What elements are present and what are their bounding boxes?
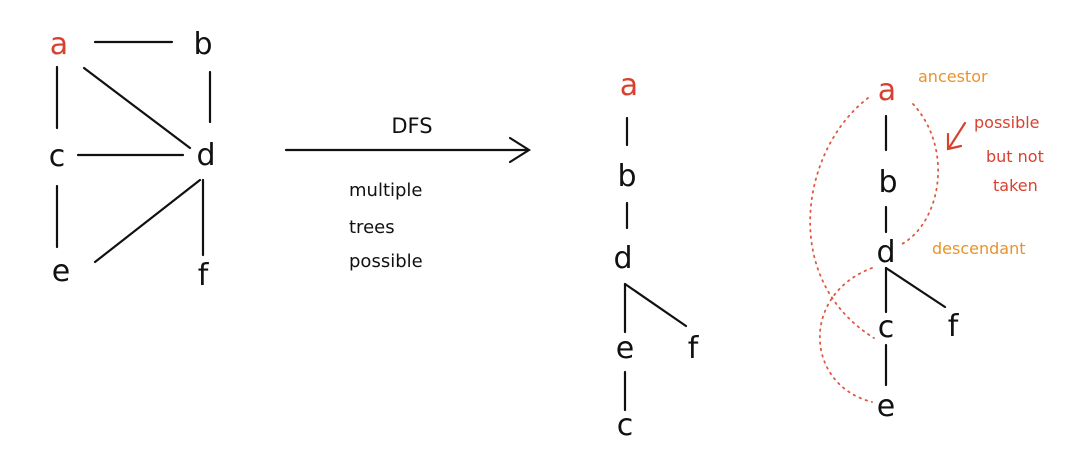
dfs-note-line-3: possible <box>349 251 423 272</box>
tree1-node-c: c <box>617 408 634 443</box>
possible-note-line-1: possible <box>974 113 1040 132</box>
possible-arrow-shaft <box>947 121 967 150</box>
dfs-arrow-label: DFS <box>391 114 432 138</box>
ancestor-label: ancestor <box>918 67 988 86</box>
tree2-node-d: d <box>876 235 895 270</box>
tree2-edge-d-f <box>884 266 947 309</box>
tree1-node-e: e <box>616 331 634 366</box>
tree2-node-b: b <box>878 165 897 200</box>
tree2-node-e: e <box>877 389 895 424</box>
tree2-dotted-edge-a-d <box>899 103 940 246</box>
dfs-arrow-head <box>508 136 532 164</box>
tree-2: a b d c f e ancestor descendant possible… <box>809 67 1044 424</box>
possible-arrow-head <box>946 132 963 151</box>
descendant-label: descendant <box>932 239 1026 258</box>
tree2-dotted-edge-a-c <box>809 97 875 339</box>
graph-node-e: e <box>52 254 70 289</box>
graph-node-c: c <box>49 139 66 174</box>
tree1-node-f: f <box>688 331 700 366</box>
tree1-node-a: a <box>620 68 638 103</box>
graph: a b c d e f <box>49 27 216 293</box>
graph-node-a: a <box>50 27 68 62</box>
tree2-node-c: c <box>878 310 895 345</box>
dfs-note-line-1: multiple <box>349 180 423 201</box>
dfs-note-line-2: trees <box>349 217 395 238</box>
tree1-node-b: b <box>617 159 636 194</box>
possible-note-line-3: taken <box>993 176 1038 195</box>
tree2-node-a: a <box>878 73 896 108</box>
graph-node-b: b <box>193 27 212 62</box>
dfs-arrow-group: DFS multiple trees possible <box>284 114 532 272</box>
graph-node-d: d <box>196 138 215 173</box>
tree2-node-f: f <box>948 309 960 344</box>
possible-note-line-2: but not <box>986 147 1044 166</box>
tree2-dotted-edge-d-e <box>818 267 873 403</box>
tree1-node-d: d <box>613 241 632 276</box>
tree-1: a b d e f c <box>613 68 699 443</box>
graph-node-f: f <box>198 258 210 293</box>
tree1-edge-d-f <box>623 282 688 328</box>
graph-edge-d-e <box>93 178 202 264</box>
graph-edge-a-d <box>82 66 192 150</box>
